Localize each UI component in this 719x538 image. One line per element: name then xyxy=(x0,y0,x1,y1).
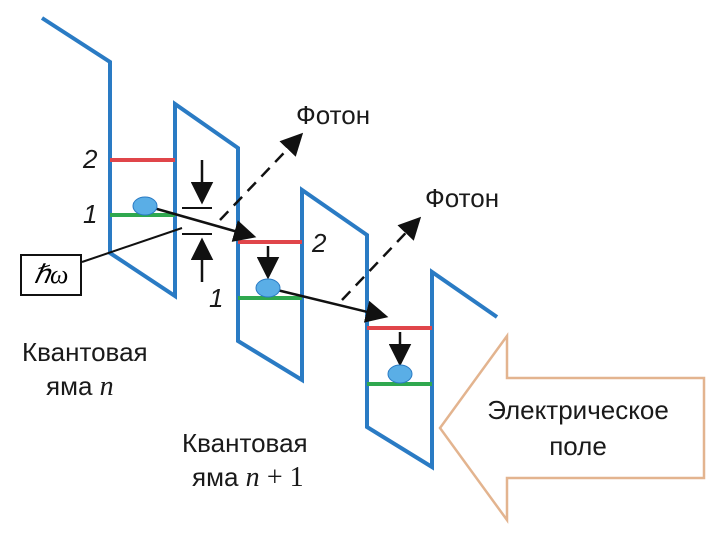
photon-arrow-2 xyxy=(341,216,422,301)
conduction-band-profile xyxy=(40,16,499,471)
level-label-1-right: 1 xyxy=(209,283,224,313)
photon-arrow-1 xyxy=(219,132,304,221)
tunnel-arrow-2 xyxy=(276,288,389,323)
well-n1-label: Квантовая яма n + 1 xyxy=(182,426,308,495)
tunnel-arrow-1 xyxy=(149,205,257,242)
hbar-omega-leader xyxy=(81,227,183,263)
well-n-line1: Квантовая xyxy=(22,337,148,367)
level-label-1-left: 1 xyxy=(83,199,98,229)
well-n1-var: n xyxy=(245,462,260,493)
electron-2 xyxy=(255,278,281,298)
well-n1-word: яма xyxy=(192,462,239,492)
well-n-var: n xyxy=(99,371,114,402)
well-n-line2: яма n xyxy=(22,369,148,404)
well-n1-line1: Квантовая xyxy=(182,428,308,458)
electron-1 xyxy=(132,196,158,216)
electric-field-line1: Электрическое xyxy=(487,395,669,425)
level-label-2-left: 2 xyxy=(83,144,98,174)
level-label-2-right: 2 xyxy=(312,228,327,258)
electric-field-label: Электрическое поле xyxy=(468,392,688,464)
electric-field-arrow xyxy=(438,332,706,524)
well-n1-suffix: + 1 xyxy=(266,462,304,493)
electron-3 xyxy=(387,364,413,384)
hbar-omega-label: ℏω xyxy=(20,254,82,296)
electric-field-line2: поле xyxy=(549,431,607,461)
well-n-word: яма xyxy=(46,371,93,401)
well-n-label: Квантовая яма n xyxy=(22,335,148,404)
well-n1-line2: яма n + 1 xyxy=(182,460,308,495)
photon-label-1: Фотон xyxy=(296,100,371,130)
photon-label-2: Фотон xyxy=(425,183,500,213)
